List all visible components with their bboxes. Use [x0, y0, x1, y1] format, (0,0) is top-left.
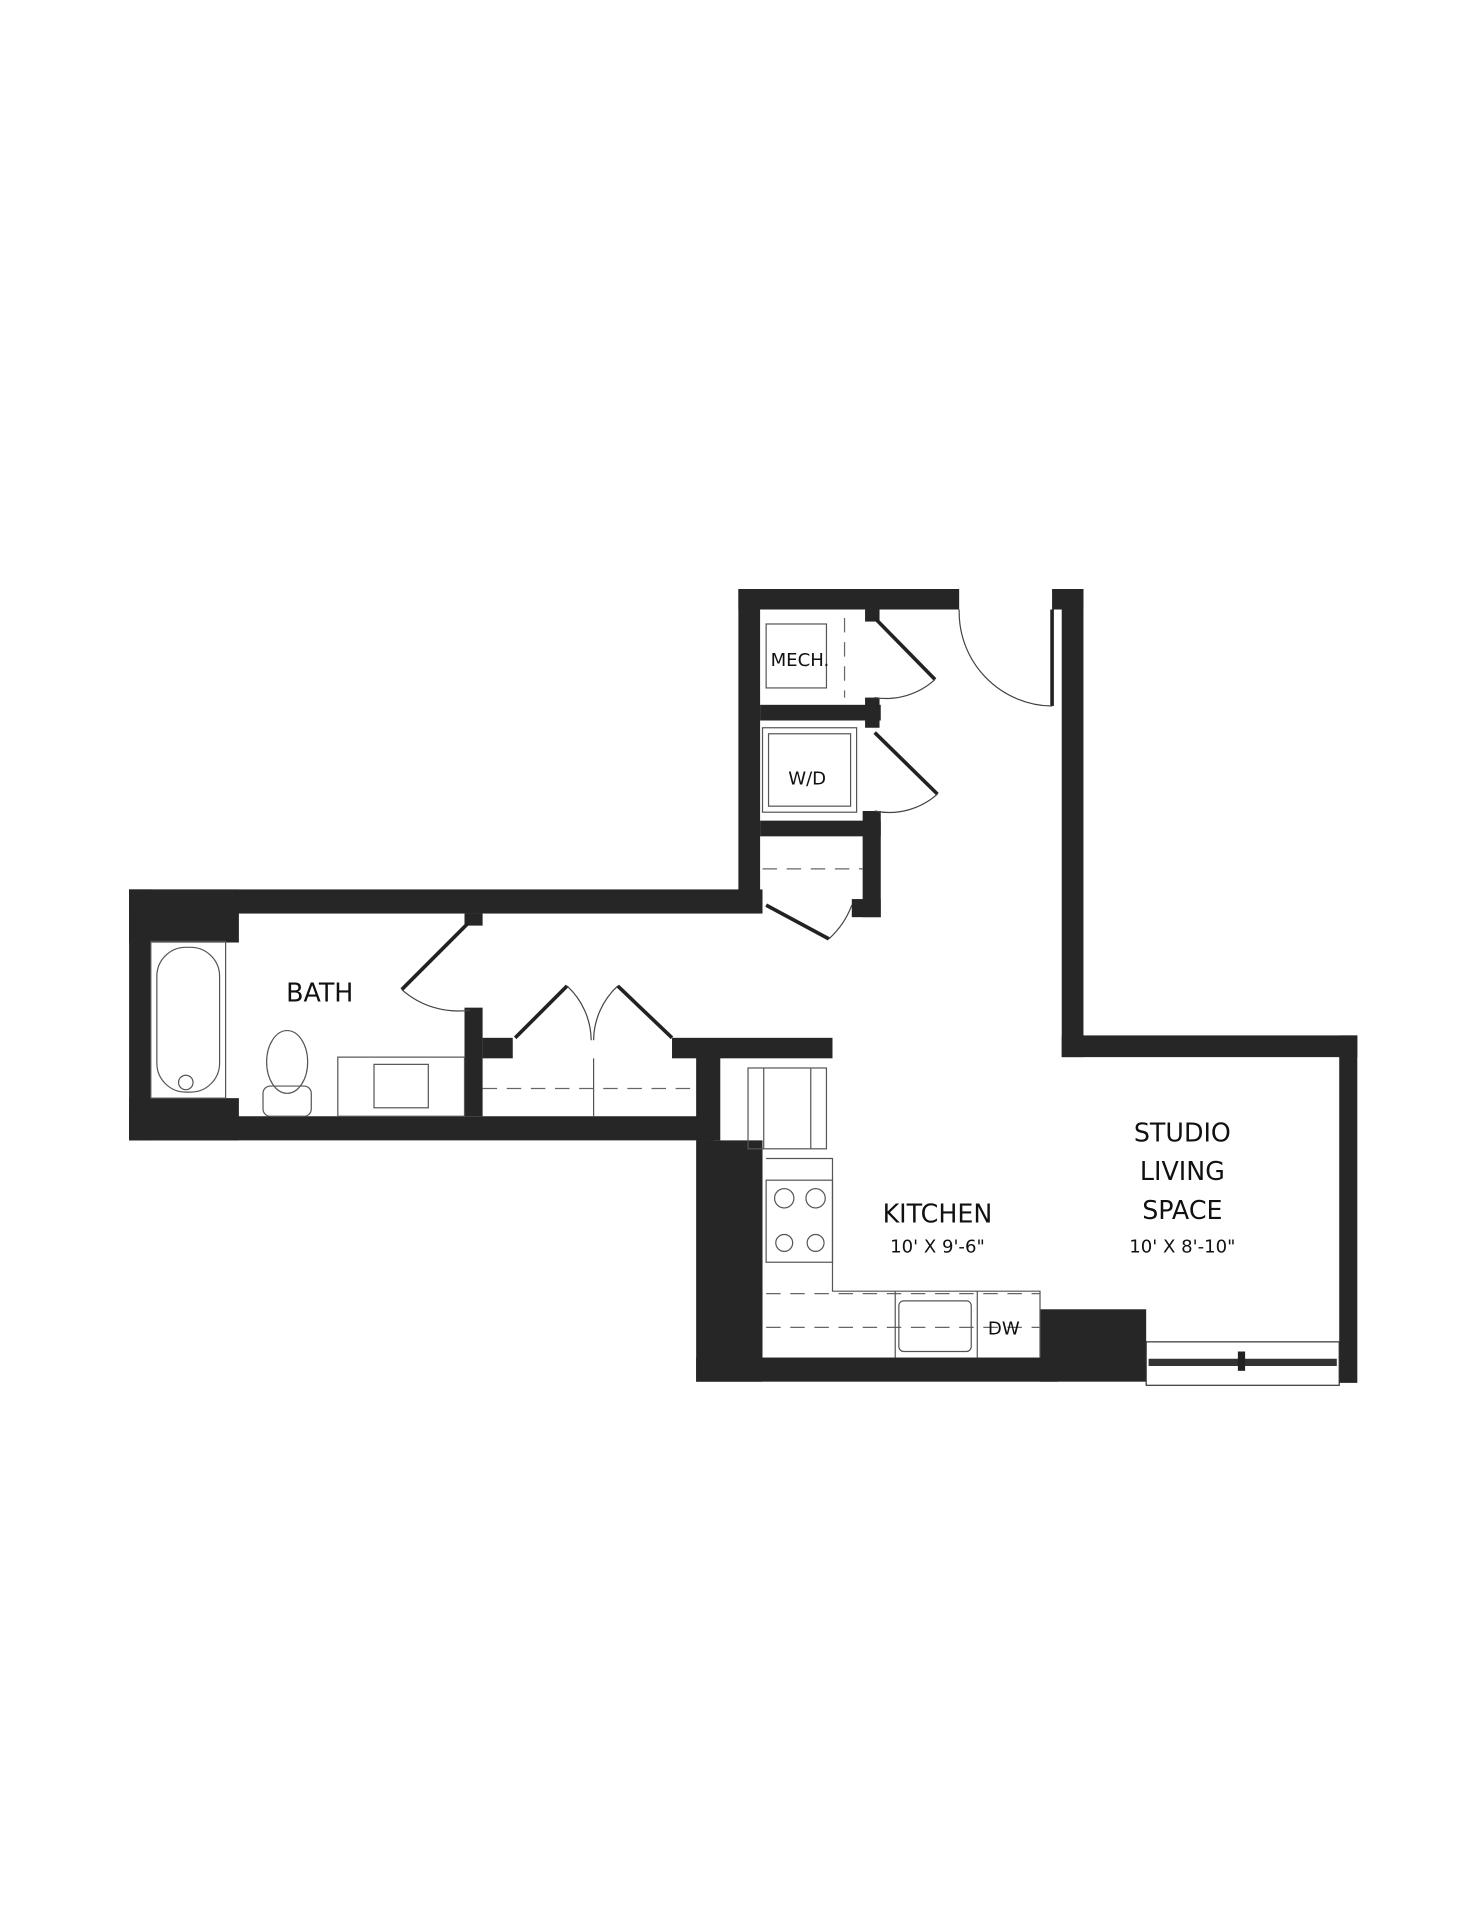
studio-label-line-1: STUDIO: [1134, 1118, 1231, 1148]
kitchen-label: KITCHEN: [883, 1198, 993, 1228]
kitchen-dimensions: 10' X 9'-6": [890, 1237, 985, 1258]
mech-label: MECH.: [771, 650, 830, 671]
studio-dimensions: 10' X 8'-10": [1129, 1237, 1235, 1258]
studio-label-line-2: LIVING: [1140, 1156, 1225, 1186]
studio-label-line-3: SPACE: [1142, 1195, 1222, 1225]
fixtures: [150, 617, 1041, 1358]
kitchen-sink: [898, 1300, 972, 1353]
doors: [400, 609, 1054, 1041]
toilet: [266, 1029, 309, 1094]
refrigerator: [747, 1067, 828, 1150]
wd-label: W/D: [788, 768, 826, 789]
bath-label: BATH: [286, 978, 353, 1008]
dishwasher-label: DW: [988, 1319, 1020, 1340]
vanity: [337, 1056, 466, 1117]
window: [1145, 1341, 1340, 1386]
bathtub: [150, 940, 227, 1099]
walls: [129, 589, 1358, 1383]
labels: MECH. W/D BATH KITCHEN 10' X 9'-6" STUDI…: [286, 650, 1235, 1339]
